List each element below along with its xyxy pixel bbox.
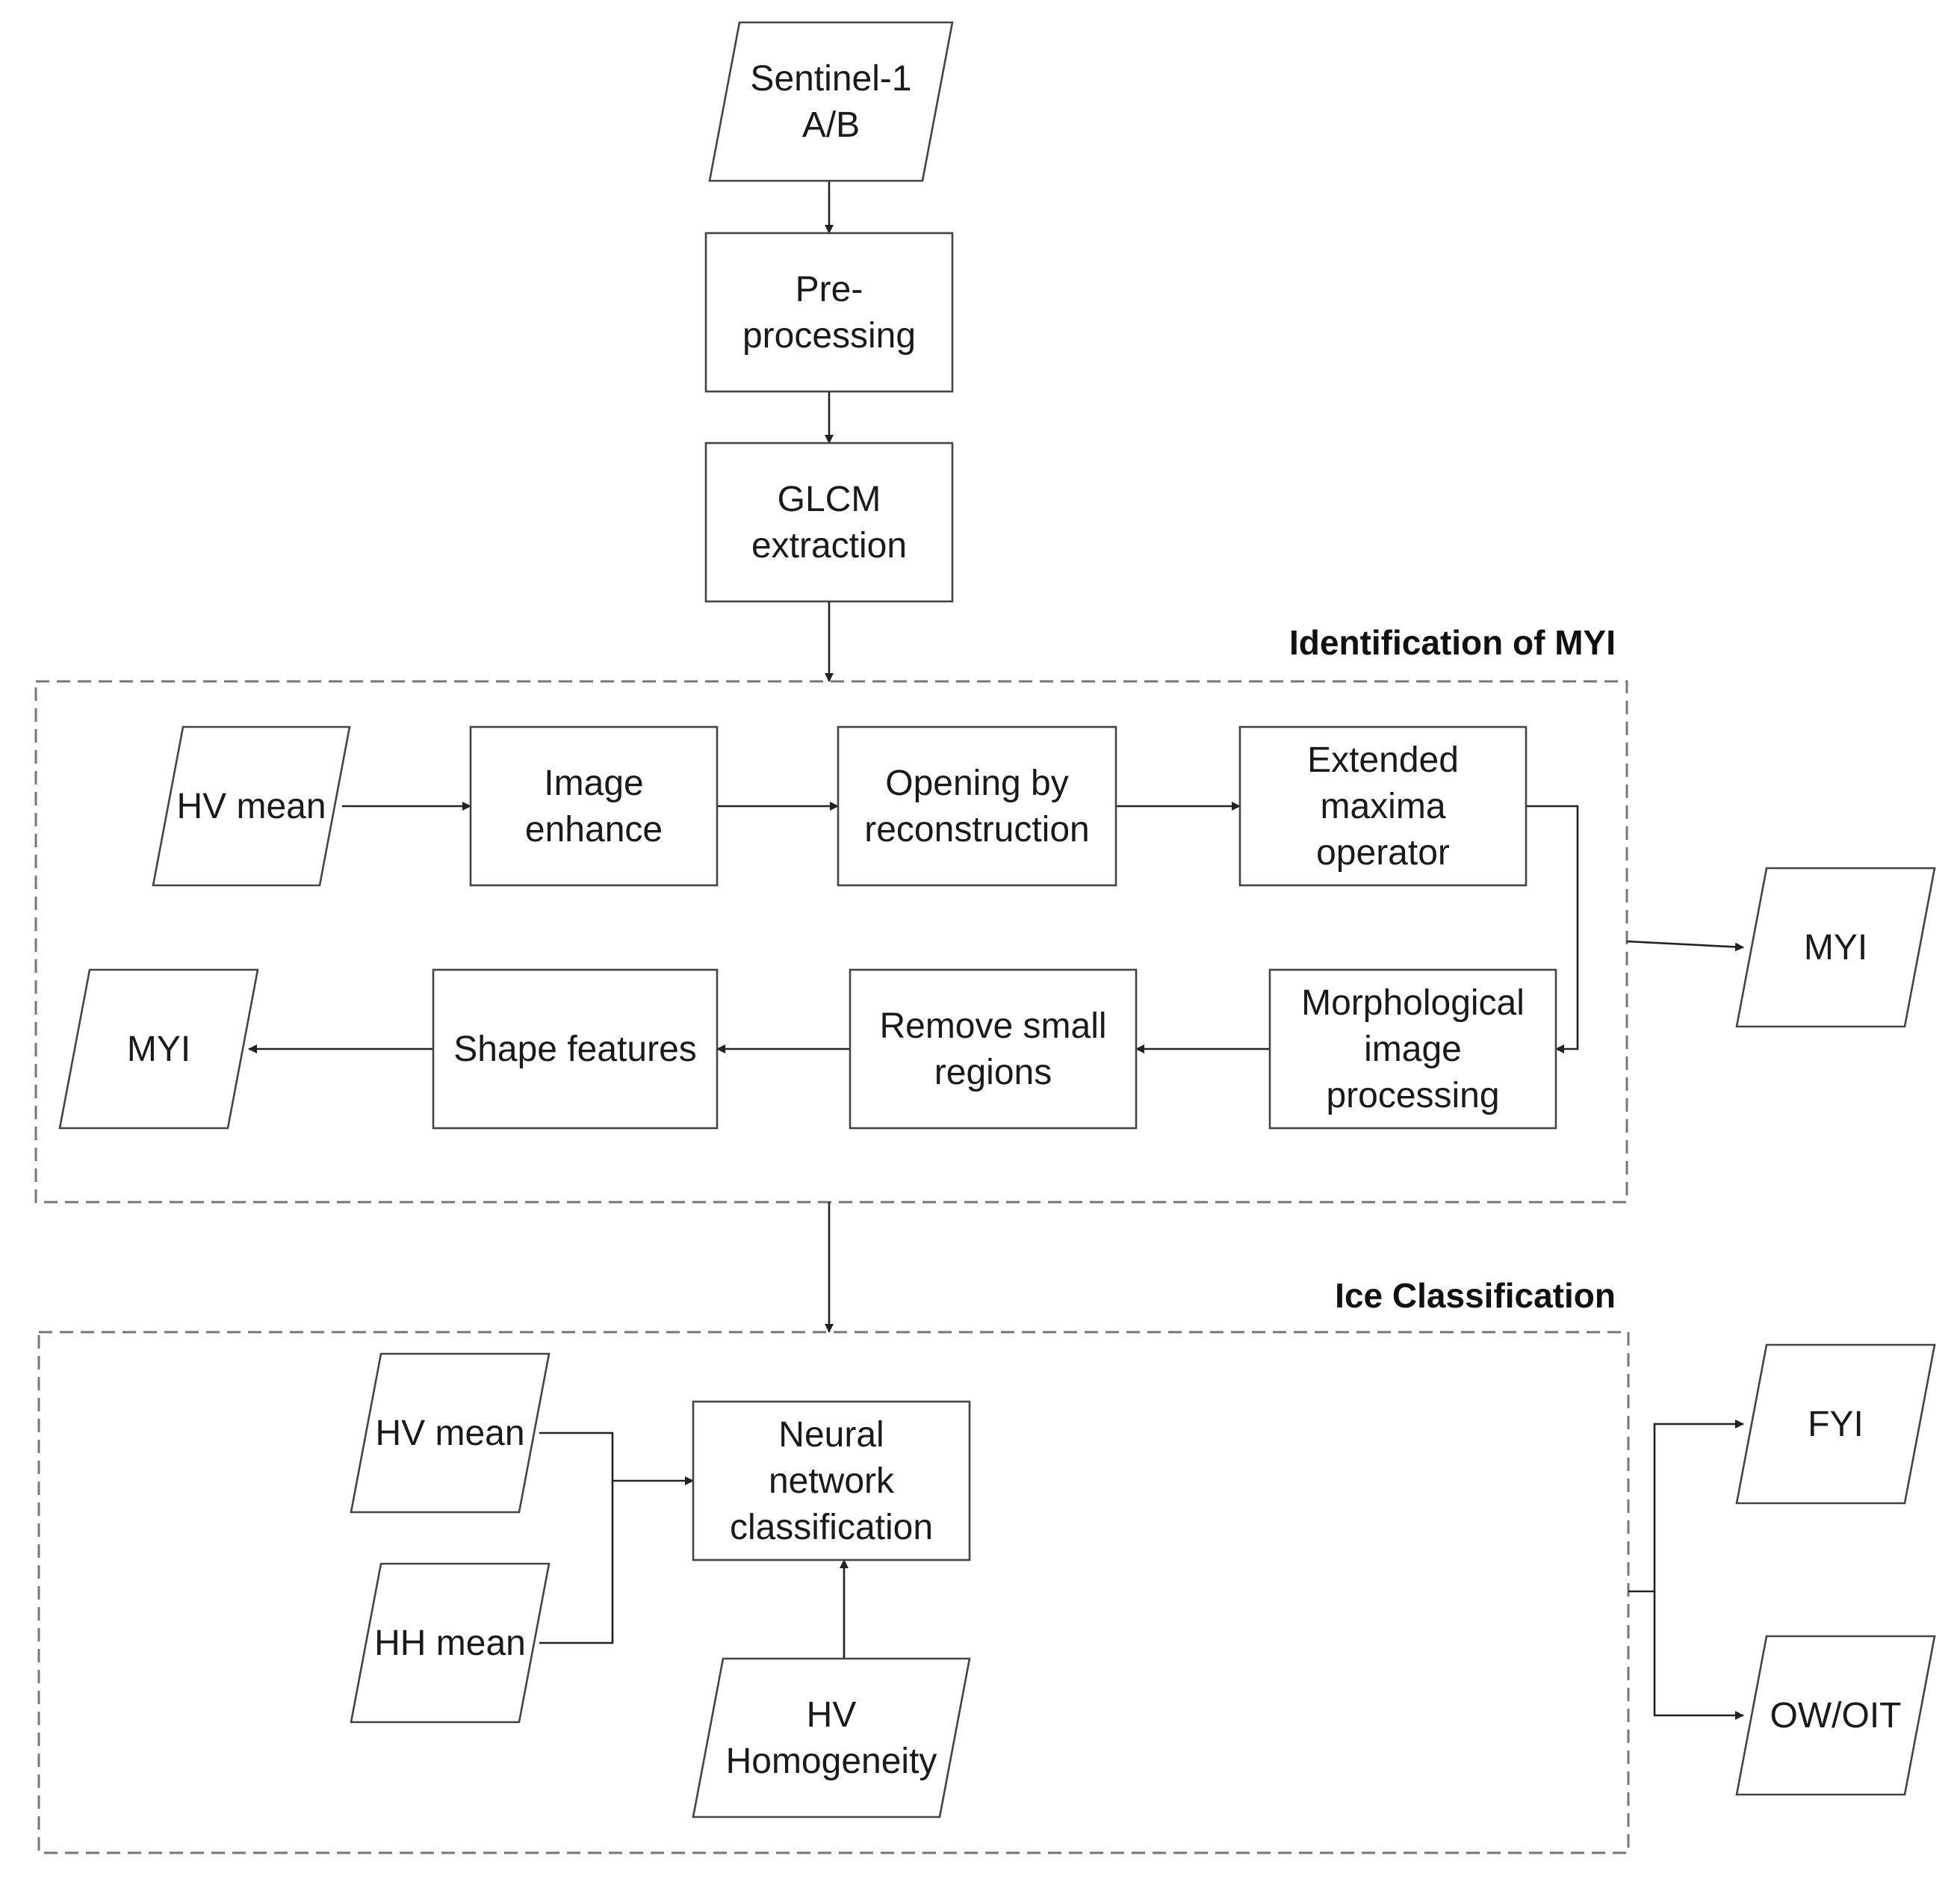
image-enhance-box [469, 725, 719, 887]
ow-oit-label-line-1: OW/OIT [1770, 1696, 1902, 1736]
preprocessing-label-line-1: Pre- [796, 270, 863, 309]
node-morphological: Morphological image processing [1268, 968, 1557, 1130]
hv-homogeneity-parallelogram [692, 1657, 971, 1818]
glcm-box [704, 442, 954, 603]
classification-group: Ice Classification [37, 1276, 1630, 1854]
neural-net-label-line-2: network [769, 1461, 895, 1501]
node-sentinel: Sentinel-1A/B [708, 21, 954, 182]
classification-group-title: Ice Classification [1335, 1276, 1616, 1315]
node-hh-mean: HH mean [350, 1562, 551, 1724]
opening-label-line-1: Opening by [885, 764, 1069, 803]
hv-homogeneity-label-line-2: Homogeneity [726, 1742, 937, 1781]
myi-output-label-line-1: MYI [1804, 928, 1867, 968]
node-opening: Opening by reconstruction [837, 725, 1117, 887]
node-shape-features: Shape features [432, 968, 719, 1130]
node-ow-oit: OW/OIT [1735, 1635, 1936, 1796]
sentinel-label-line-2: A/B [802, 105, 860, 145]
fyi-parallelogram [1735, 1343, 1936, 1505]
hv-mean-2-parallelogram [350, 1352, 551, 1514]
shape-features-box [432, 968, 719, 1130]
hv-mean-1-parallelogram [152, 725, 351, 887]
remove-small-label-line-2: regions [934, 1053, 1052, 1092]
identification-group-title: Identification of MYI [1289, 623, 1616, 662]
neural-net-box [692, 1400, 971, 1561]
extended-maxima-label-line-3: operator [1316, 833, 1450, 873]
remove-small-label-line-1: Remove small [879, 1006, 1106, 1046]
group-layer: Identification of MYI Ice Classification [34, 623, 1630, 1854]
node-myi-output: MYI [1735, 867, 1936, 1028]
node-image-enhance: Image enhance [469, 725, 719, 887]
shape-features-label-line-1: Shape features [453, 1030, 697, 1069]
extended-maxima-label-line-2: maxima [1320, 787, 1445, 826]
glcm-label-line-2: extraction [751, 526, 907, 566]
preprocessing-label-line-2: processing [742, 316, 916, 356]
node-extended-maxima: Extended maxima operator [1238, 725, 1528, 887]
neural-net-label-line-1: Neural [778, 1415, 884, 1455]
preprocessing-box [704, 232, 954, 393]
node-myi-inner: MYI [58, 968, 259, 1130]
edge-hh-mean-to-neural-net [539, 1481, 614, 1644]
hv-homogeneity-label-line-1: HV [807, 1695, 857, 1735]
edge-layer [248, 181, 1744, 1720]
myi-inner-label-line-1: MYI [127, 1030, 190, 1069]
glcm-label-line-1: GLCM [778, 480, 881, 519]
edge-classification-to-fyi [1628, 1420, 1744, 1593]
morphological-box [1268, 968, 1557, 1130]
remove-small-box [849, 968, 1138, 1130]
node-layer: Sentinel-1A/BPre-processingGLCMextractio… [58, 21, 1936, 1818]
opening-label-line-2: reconstruction [864, 810, 1089, 849]
extended-maxima-box [1238, 725, 1528, 887]
node-fyi: FYI [1735, 1343, 1936, 1505]
node-neural-net: Neural network classification [692, 1400, 971, 1561]
myi-inner-parallelogram [58, 968, 259, 1130]
node-hv-mean-2: HV mean [350, 1352, 551, 1514]
extended-maxima-label-line-1: Extended [1307, 740, 1459, 780]
node-preprocessing: Pre-processing [704, 232, 954, 393]
morphological-label-line-3: processing [1326, 1076, 1499, 1115]
morphological-label-line-1: Morphological [1301, 983, 1525, 1023]
edge-hv-mean-2-to-neural-net [539, 1431, 694, 1485]
sentinel-label-line-1: Sentinel-1 [750, 59, 911, 99]
node-remove-small: Remove small regions [849, 968, 1138, 1130]
opening-box [837, 725, 1117, 887]
hv-mean-1-label-line-1: HV mean [176, 787, 326, 826]
hh-mean-label-line-1: HH mean [374, 1623, 526, 1663]
node-hv-homogeneity: HV Homogeneity [692, 1657, 971, 1818]
fyi-label-line-1: FYI [1808, 1405, 1864, 1444]
myi-output-parallelogram [1735, 867, 1936, 1028]
node-hv-mean-1: HV mean [152, 725, 351, 887]
image-enhance-label-line-1: Image [544, 764, 643, 803]
hh-mean-parallelogram [350, 1562, 551, 1724]
node-glcm: GLCM extraction [704, 442, 954, 603]
classification-group-border [37, 1331, 1630, 1854]
image-enhance-label-line-2: enhance [525, 810, 663, 849]
hv-mean-2-label-line-1: HV mean [375, 1414, 524, 1453]
sentinel-parallelogram [708, 21, 954, 182]
edge-identification-to-myi-output [1626, 940, 1744, 952]
morphological-label-line-2: image [1364, 1030, 1462, 1069]
neural-net-label-line-3: classification [730, 1508, 933, 1547]
edge-classification-to-ow-oit [1653, 1591, 1744, 1720]
ow-oit-parallelogram [1735, 1635, 1936, 1796]
edge-extended-maxima-to-morphological [1526, 805, 1579, 1053]
